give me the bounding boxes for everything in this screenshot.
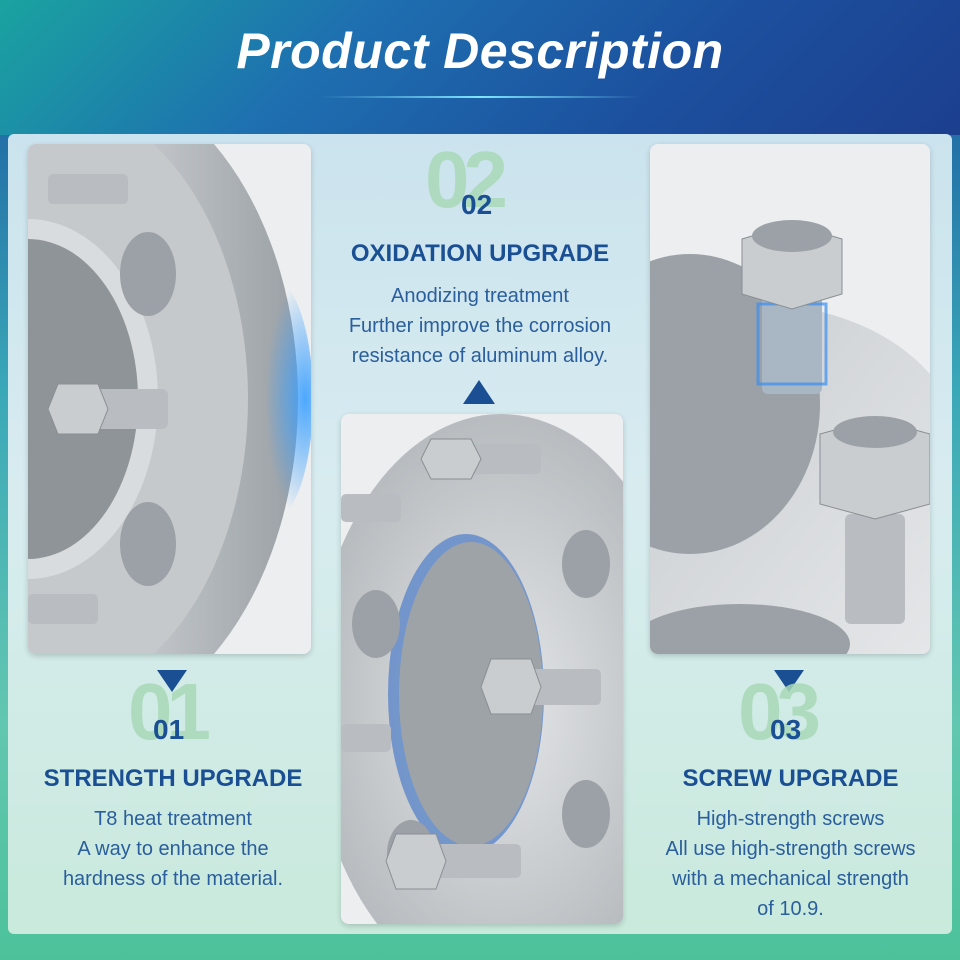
feature-03-description: High-strength screws All use high-streng… xyxy=(628,804,953,924)
feature-01-line: T8 heat treatment xyxy=(94,808,252,830)
feature-03-line: with a mechanical strength xyxy=(672,868,909,890)
bolt-icon xyxy=(420,438,541,480)
arrow-up-icon xyxy=(463,380,495,404)
feature-01-watermark-number: 01 xyxy=(128,667,211,756)
bolt-icon xyxy=(47,383,168,435)
bolt-icon xyxy=(819,416,930,624)
screw-product-image xyxy=(650,144,930,654)
feature-03-line: High-strength screws xyxy=(696,808,885,830)
strength-product-image xyxy=(28,144,311,654)
feature-02-heading: OXIDATION UPGRADE xyxy=(350,240,610,267)
feature-02-watermark-number: 02 xyxy=(425,135,508,224)
feature-02-description: Anodizing treatment Further improve the … xyxy=(310,281,650,371)
feature-02-number: 02 xyxy=(461,189,493,220)
title-underline xyxy=(320,96,640,98)
feature-03-line: All use high-strength screws xyxy=(665,838,916,860)
feature-01-line: hardness of the material. xyxy=(62,868,284,890)
bolt-icon xyxy=(741,220,843,394)
header-band xyxy=(0,0,960,135)
feature-03-number: 03 xyxy=(770,714,802,745)
feature-01-line: A way to enhance the xyxy=(77,838,269,860)
oxidation-product-image xyxy=(341,414,623,924)
page-title: Product Description xyxy=(236,23,724,79)
feature-03-line: of 10.9. xyxy=(757,898,824,920)
arrow-down-icon xyxy=(157,670,187,692)
feature-02-line: Anodizing treatment xyxy=(391,285,569,307)
feature-02-line: Further improve the corrosion xyxy=(348,315,612,337)
feature-01-description: T8 heat treatment A way to enhance the h… xyxy=(18,804,328,894)
feature-03-watermark-number: 03 xyxy=(738,667,821,756)
feature-03-heading: SCREW UPGRADE xyxy=(682,765,899,792)
feature-02-line: resistance of aluminum alloy. xyxy=(351,345,609,367)
feature-01-number: 01 xyxy=(153,714,185,745)
arrow-down-icon xyxy=(774,670,804,692)
feature-01-heading: STRENGTH UPGRADE xyxy=(43,765,303,792)
